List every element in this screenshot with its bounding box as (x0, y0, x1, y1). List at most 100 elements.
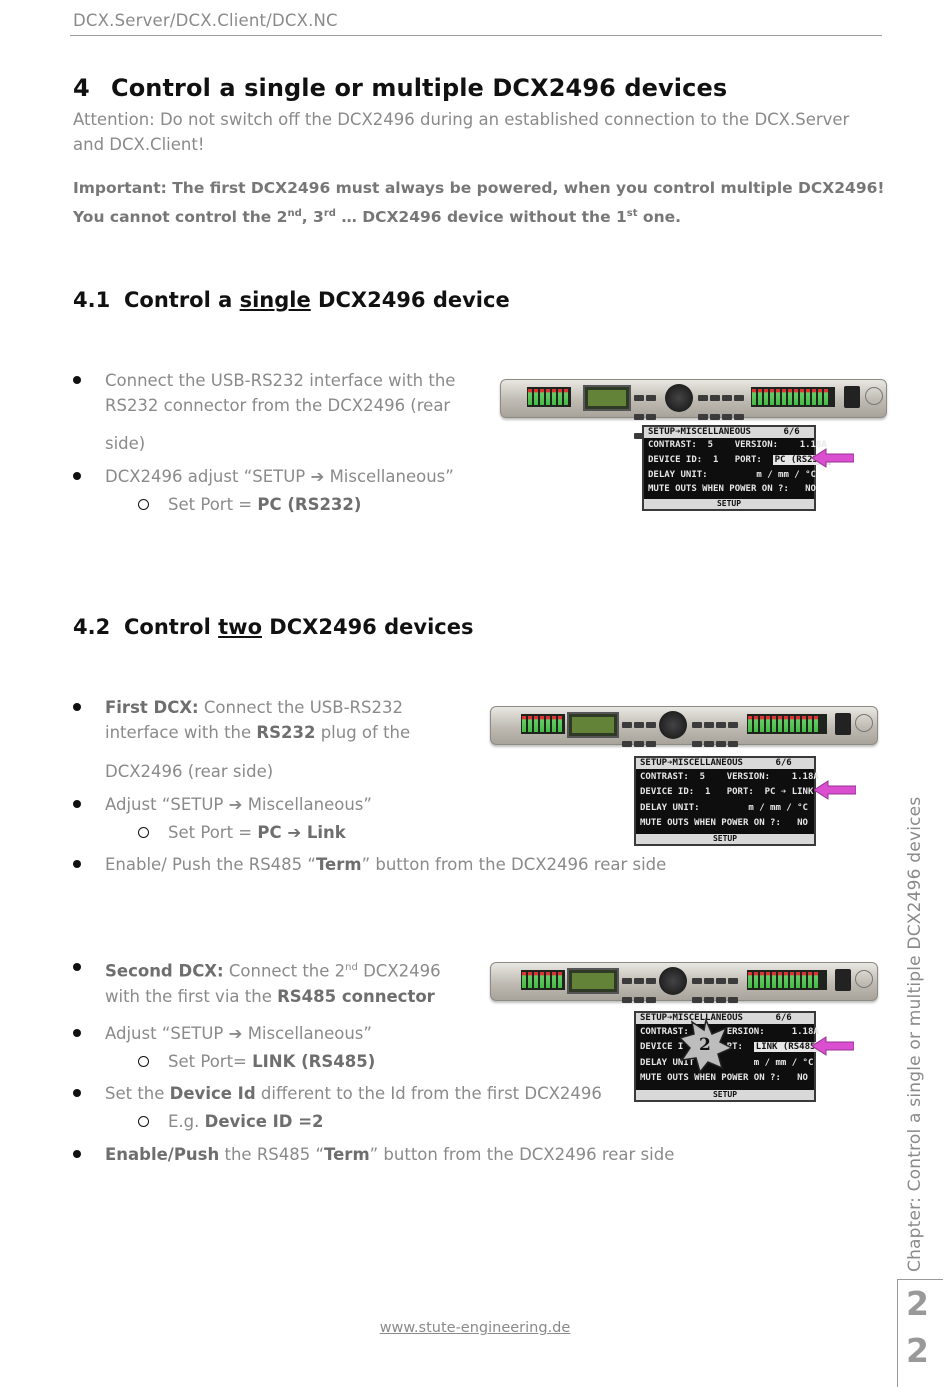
sub-bullet-circle (138, 1056, 149, 1067)
superscript: nd (287, 208, 302, 219)
list-item: Connect the USB-RS232 interface with the… (105, 368, 455, 456)
list-item: DCX2496 adjust “SETUP ➔ Miscellaneous” (105, 467, 454, 486)
button-row-icon (621, 714, 661, 752)
button-row-icon (691, 714, 743, 752)
bullet-dot (73, 472, 81, 480)
brand-logo-icon (855, 714, 873, 732)
sub-list-item: Set Port = PC ➔ Link (168, 820, 346, 845)
list-item-text: the RS485 “ (219, 1145, 325, 1164)
sub-item-text: E.g. (168, 1112, 205, 1131)
screen-title: SETUP➔MISCELLANEOUS 6/6 (636, 758, 814, 769)
sub-bullet-circle (138, 1116, 149, 1127)
sub-item-value: PC (RS232) (257, 495, 362, 514)
sidebar-rule (897, 1279, 943, 1280)
attention-paragraph: Attention: Do not switch off the DCX2496… (73, 107, 849, 157)
setup-screen-image: SETUP➔MISCELLANEOUS 6/6 CONTRAST: 5 VERS… (634, 756, 819, 846)
important-text: You cannot control the 2 (73, 208, 288, 227)
sub-item-value: LINK (RS485) (252, 1052, 376, 1071)
knob-icon (659, 711, 687, 739)
screen-row: DELAY UNIT m / mm / °C (640, 1058, 814, 1068)
heading-underlined-word: two (218, 615, 262, 639)
list-item-line: Connect the 2 (223, 961, 346, 981)
heading-text: DCX2496 device (310, 288, 510, 312)
label-bold: RS485 connector (277, 986, 435, 1006)
list-item-text: different to the Id from the first DCX24… (255, 1084, 602, 1103)
heading-underlined-word: single (239, 288, 311, 312)
dcx2496-device-image (490, 962, 878, 1003)
level-meter-icon (747, 714, 827, 734)
list-item: Adjust “SETUP ➔ Miscellaneous” (105, 795, 372, 814)
arrow-left-icon (812, 1036, 854, 1056)
label-bold: Enable/Push (105, 1145, 220, 1164)
list-item: First DCX: Connect the USB-RS232 interfa… (105, 695, 410, 784)
screen-row: CONTRAST: ERSION: 1.18A (640, 1027, 819, 1037)
lcd-display-icon (567, 968, 619, 994)
button-row-icon (691, 970, 743, 1008)
level-meter-icon (751, 387, 835, 407)
sub-bullet-circle (138, 499, 149, 510)
sub-bullet-circle (138, 827, 149, 838)
sub-item-text: Set Port = (168, 495, 258, 514)
star-badge-number: 2 (699, 1035, 711, 1055)
important-text: one. (637, 208, 682, 227)
section-number: 4 (73, 74, 90, 102)
star-badge-icon (678, 1018, 734, 1074)
sub-item-text: Set Port= (168, 1052, 253, 1071)
sub-list-item: E.g. Device ID =2 (168, 1109, 324, 1134)
sub-list-item: Set Port= LINK (RS485) (168, 1049, 375, 1074)
screen-footer: SETUP (644, 499, 814, 509)
list-item-line: RS232 connector from the DCX2496 (rear (105, 396, 451, 415)
attention-line-2: and DCX.Client! (73, 135, 205, 154)
important-text: … DCX2496 device without the 1 (335, 208, 627, 227)
superscript: st (626, 208, 638, 219)
label-bold: Term (315, 855, 362, 874)
dcx2496-device-image (490, 706, 878, 747)
setup-screen-image: SETUP➔MISCELLANEOUS 6/6 CONTRAST: 5 VERS… (642, 425, 831, 511)
screen-row: MUTE OUTS WHEN POWER ON ?: NO (640, 818, 808, 828)
heading-text: DCX2496 devices (262, 615, 474, 639)
important-line-1: Important: The first DCX2496 must always… (73, 179, 885, 197)
superscript: nd (345, 962, 358, 973)
screen-row: CONTRAST: 5 VERSION: 1.18A (648, 440, 827, 450)
power-switch-icon (844, 386, 860, 408)
page-number: 2 (906, 1331, 929, 1370)
level-meter-icon (527, 387, 571, 407)
section-number: 4.1 (73, 288, 111, 312)
screen-row: DEVICE ID: 1 PORT: (648, 455, 773, 465)
superscript: rd (323, 208, 336, 219)
list-item-line: plug of the (315, 723, 411, 742)
list-item: Adjust “SETUP ➔ Miscellaneous” (105, 1024, 372, 1043)
list-item-line: DCX2496 (357, 961, 441, 981)
sub-item-value: PC ➔ Link (257, 823, 346, 842)
bullet-dot (73, 703, 81, 711)
header-rule (70, 35, 882, 36)
label-bold: RS232 (256, 723, 316, 742)
screen-footer: SETUP (636, 834, 814, 844)
list-item-line: Connect the USB-RS232 interface with the (105, 371, 456, 390)
brand-logo-icon (865, 387, 883, 405)
bullet-dot (73, 963, 81, 971)
screen-title: SETUP➔MISCELLANEOUS 6/6 (636, 1013, 814, 1024)
screen-row: CONTRAST: 5 VERSION: 1.18A (640, 772, 819, 782)
label-bold: Term (324, 1145, 370, 1164)
button-row-icon (697, 387, 749, 425)
level-meter-icon (521, 970, 565, 990)
screen-row: MUTE OUTS WHEN POWER ON ?: NO (640, 1073, 808, 1083)
sub-item-value: Device ID =2 (204, 1112, 324, 1131)
bullet-dot (73, 800, 81, 808)
list-item: Enable/Push the RS485 “Term” button from… (105, 1142, 674, 1167)
power-switch-icon (835, 969, 851, 991)
screen-row: MUTE OUTS WHEN POWER ON ?: NO (648, 484, 816, 494)
important-paragraph: Important: The first DCX2496 must always… (73, 176, 884, 230)
label-bold: First DCX: (105, 698, 199, 717)
screen-row: DELAY UNIT: m / mm / °C (648, 470, 816, 480)
footer-website-link[interactable]: www.stute-engineering.de (379, 1320, 571, 1336)
list-item-line: with the first via the (105, 986, 278, 1006)
dcx2496-device-image (500, 379, 887, 439)
page-number: 2 (906, 1284, 929, 1323)
list-item-text: ” button from the DCX2496 rear side (369, 1145, 675, 1164)
list-item: Second DCX: Connect the 2nd DCX2496 with… (105, 955, 441, 1009)
list-item-line: side) (105, 434, 146, 453)
